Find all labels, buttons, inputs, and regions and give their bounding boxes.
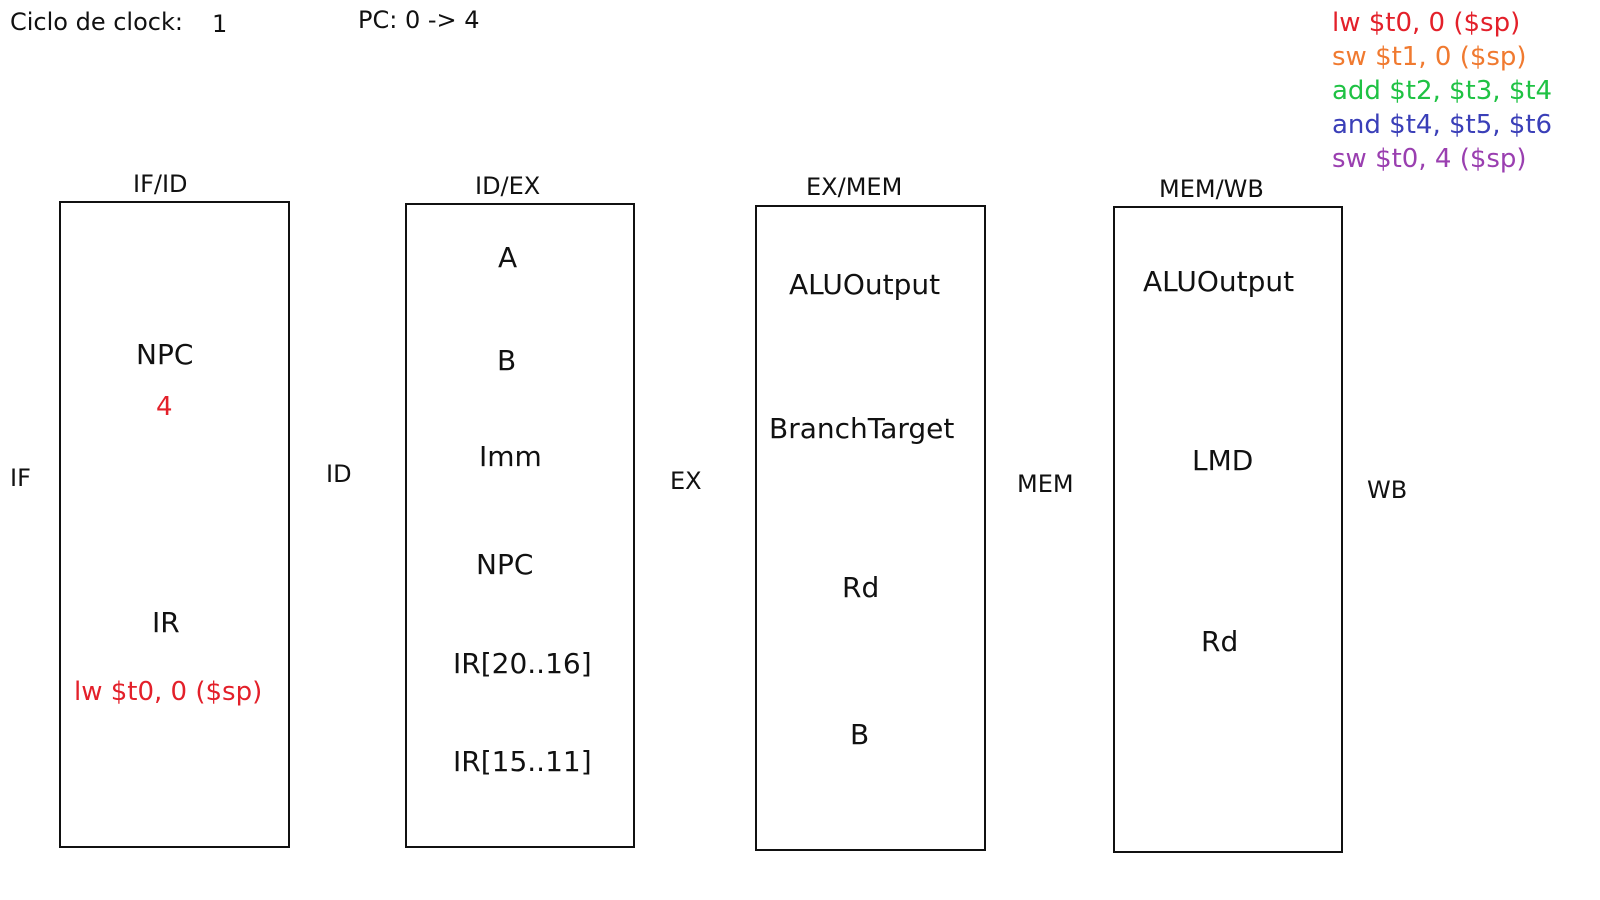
stage-ex: EX [670,467,702,495]
stage-wb: WB [1367,476,1408,504]
mem-wb-register [1113,206,1343,853]
stage-mem: MEM [1017,470,1074,498]
mem-wb-field-rd: Rd [1201,625,1239,658]
clock-label: Ciclo de clock: [10,8,183,36]
id-ex-field-ir-20-16: IR[20..16] [453,647,592,680]
if-id-npc-value: 4 [156,392,173,422]
if-id-npc-label: NPC [136,338,194,371]
id-ex-field-npc: NPC [476,548,534,581]
if-id-ir-value: lw $t0, 0 ($sp) [74,677,263,707]
mem-wb-title: MEM/WB [1159,175,1264,203]
ex-mem-field-aluoutput: ALUOutput [789,268,941,301]
id-ex-register [405,203,635,848]
id-ex-field-imm: Imm [479,440,542,473]
if-id-title: IF/ID [133,170,188,198]
instruction-1: lw $t0, 0 ($sp) [1332,8,1521,38]
instruction-list: lw $t0, 0 ($sp) sw $t1, 0 ($sp) add $t2,… [1332,6,1552,176]
if-id-register [59,201,290,848]
ex-mem-title: EX/MEM [806,173,903,201]
pc-indicator: PC: 0 -> 4 [358,6,480,34]
instruction-3: add $t2, $t3, $t4 [1332,76,1553,106]
id-ex-field-ir-15-11: IR[15..11] [453,745,592,778]
instruction-2: sw $t1, 0 ($sp) [1332,42,1527,72]
id-ex-field-a: A [498,241,518,274]
mem-wb-field-aluoutput: ALUOutput [1143,265,1295,298]
id-ex-title: ID/EX [475,172,541,200]
stage-if: IF [10,464,31,492]
clock-value: 1 [212,10,228,38]
ex-mem-register [755,205,986,851]
mem-wb-field-lmd: LMD [1192,444,1254,477]
if-id-ir-label: IR [152,606,180,639]
instruction-4: and $t4, $t5, $t6 [1332,110,1553,140]
ex-mem-field-b: B [850,718,870,751]
instruction-5: sw $t0, 4 ($sp) [1332,144,1527,174]
stage-id: ID [326,460,352,488]
ex-mem-field-branchtarget: BranchTarget [769,412,955,445]
ex-mem-field-rd: Rd [842,571,880,604]
id-ex-field-b: B [497,344,517,377]
